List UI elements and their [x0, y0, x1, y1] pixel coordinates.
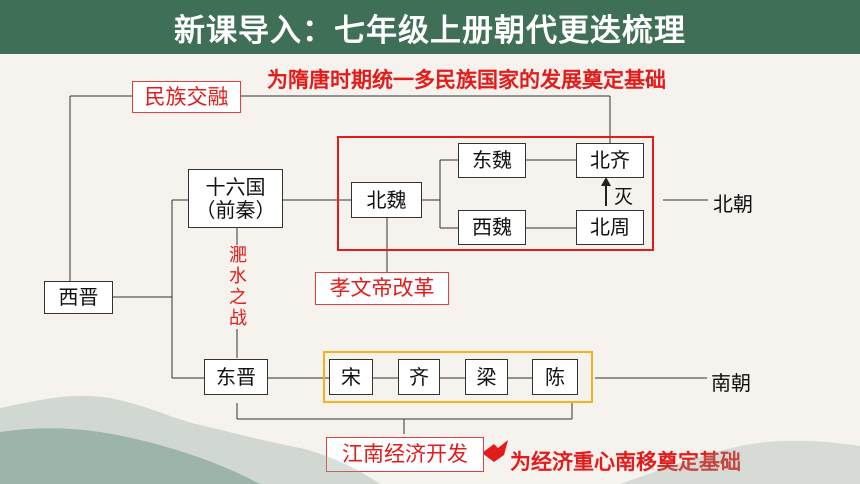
node-jiangnan-development: 江南经济开发: [326, 437, 484, 472]
southern-dynasties-frame: [323, 351, 593, 403]
page-title: 新课导入：七年级上册朝代更迭梳理: [0, 0, 860, 54]
node-song: 宋: [329, 359, 373, 395]
node-chen: 陈: [532, 359, 578, 395]
northern-dynasties-frame: [337, 136, 654, 251]
mie-label: 灭: [614, 186, 634, 208]
note-top: 为隋唐时期统一多民族国家的发展奠定基础: [267, 68, 666, 92]
node-xiaowendi-reform: 孝文帝改革: [315, 272, 449, 305]
node-dongwei: 东魏: [458, 143, 526, 178]
label-beichao: 北朝: [713, 192, 753, 216]
node-xiwei: 西魏: [458, 210, 526, 245]
label-nanchao: 南朝: [711, 371, 751, 395]
node-qi: 齐: [398, 359, 440, 395]
node-liang: 梁: [465, 359, 508, 395]
node-minzu-jiaorong: 民族交融: [132, 81, 241, 113]
node-beiwei: 北魏: [351, 182, 422, 218]
arrow-icon: [482, 440, 508, 462]
node-beizhou: 北周: [576, 210, 644, 245]
node-dongjin: 东晋: [204, 359, 268, 395]
node-beiqi: 北齐: [576, 143, 644, 178]
node-shiliuguo: 十六国 （前秦）: [188, 169, 283, 228]
feishui-battle-label: 淝水之战: [227, 245, 249, 329]
node-xijin: 西晋: [44, 281, 113, 314]
note-bottom: 为经济重心南移奠定基础: [510, 450, 741, 474]
